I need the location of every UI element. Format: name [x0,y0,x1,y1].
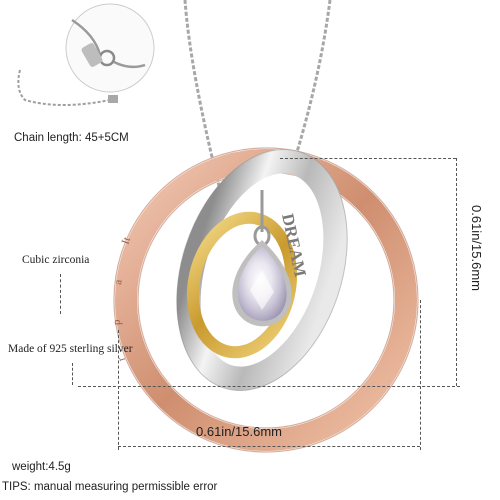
material-label: Made of 925 sterling silver [8,343,133,355]
material-pointer-line [72,363,73,385]
svg-text:p: p [111,319,123,325]
weight-label: weight:4.5g [12,461,71,473]
chain-right [288,0,332,176]
svg-text:a: a [112,279,125,286]
width-dimension-label: 0.61in/15.6mm [196,424,282,439]
cubic-zirconia-stone [232,240,292,327]
svg-text:It: It [120,236,134,246]
width-dimension-line [118,446,420,447]
svg-text:r: r [115,355,128,363]
height-top-guide [280,158,456,159]
clasp-inset [65,3,155,93]
height-bottom-guide [78,386,460,387]
stone-label: Cubic zirconia [22,254,90,266]
stone-pointer-line [60,274,61,314]
height-dimension-line [456,158,457,386]
chain-length-label: Chain length: 45+5CM [14,132,129,144]
silver-ring [176,149,348,391]
tips-label: TIPS: manual measuring permissible error [2,481,218,493]
extender-chain [17,69,111,106]
width-right-guide [420,300,421,450]
height-dimension-label: 0.61in/15.6mm [469,205,484,291]
width-left-guide [118,330,119,450]
